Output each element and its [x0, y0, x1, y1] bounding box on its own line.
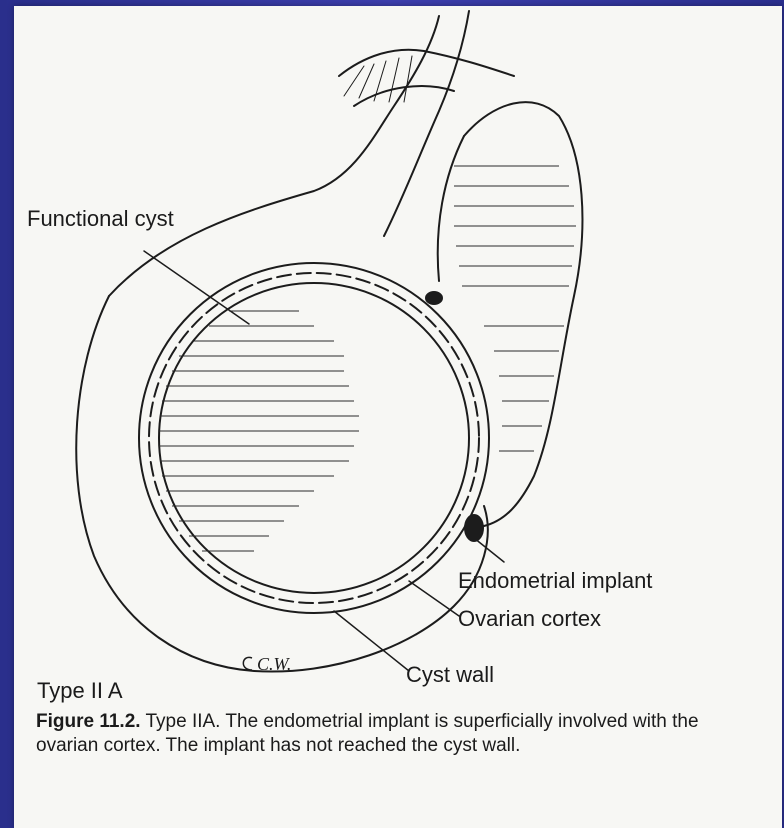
- tube-strand: [384, 11, 469, 236]
- leader-ovarian-cortex: [409, 581, 459, 616]
- leader-endometrial-implant: [474, 538, 504, 562]
- cyst-middle: [149, 273, 479, 603]
- leader-functional-cyst: [144, 251, 249, 324]
- endometrial-implant-mark: [465, 515, 483, 541]
- label-cyst-wall: Cyst wall: [406, 662, 494, 688]
- label-ovarian-cortex: Ovarian cortex: [458, 606, 601, 632]
- ovary-outline: [76, 296, 488, 672]
- label-type: Type II A: [37, 678, 123, 704]
- ovary-cyst-illustration: C.W.: [14, 6, 782, 706]
- cyst-outer: [139, 263, 489, 613]
- cyst-inner: [159, 283, 469, 593]
- tube-strand: [109, 16, 439, 296]
- signature: C.W.: [257, 654, 291, 674]
- label-functional-cyst: Functional cyst: [27, 206, 174, 232]
- figure-caption: Figure 11.2. Type IIA. The endometrial i…: [36, 710, 736, 758]
- slide-page: C.W. Functional cyst Endometrial implant…: [14, 6, 782, 828]
- tube-strand: [339, 50, 514, 76]
- caption-figure-number: Figure 11.2.: [36, 711, 141, 732]
- label-endometrial-implant: Endometrial implant: [458, 568, 652, 594]
